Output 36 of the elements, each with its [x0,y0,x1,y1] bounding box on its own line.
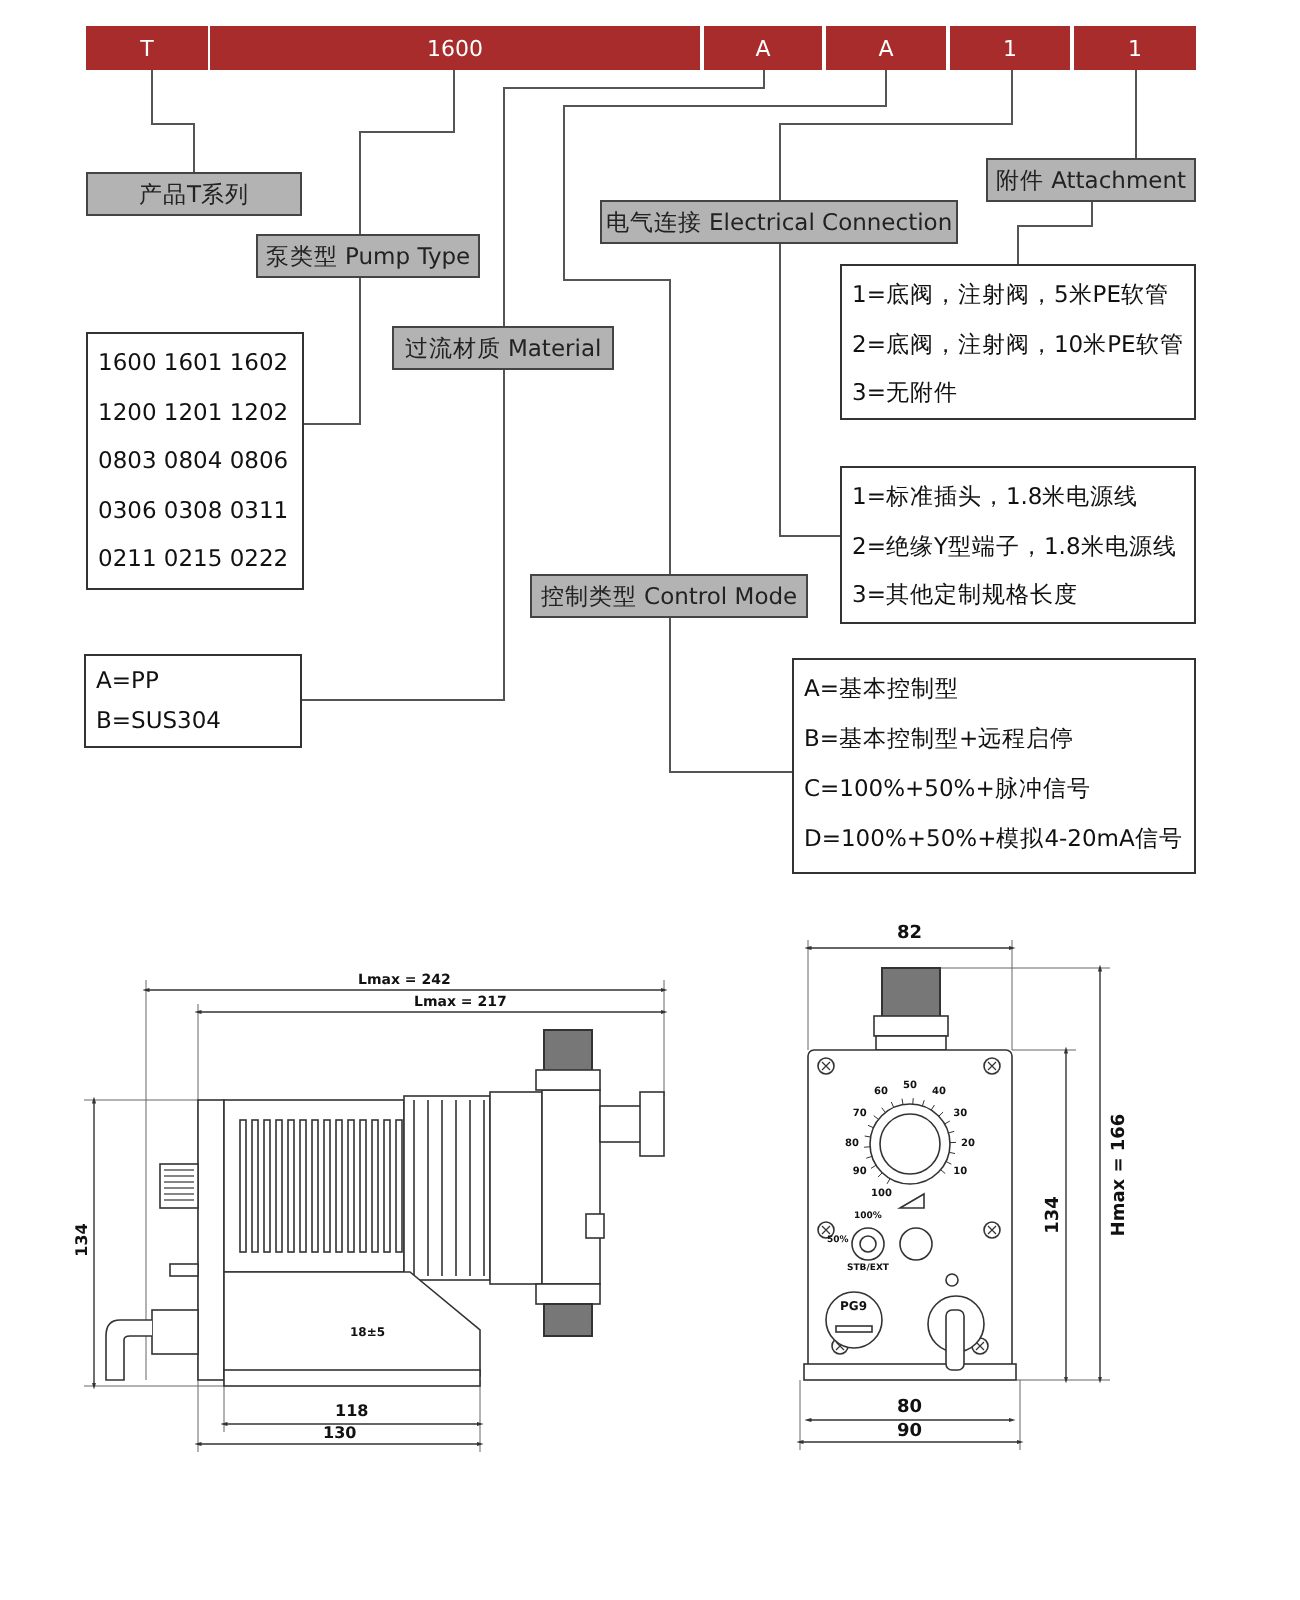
connector-line [779,69,1013,201]
connector-line [303,277,361,425]
connector-line [503,69,765,327]
options-box: 1=标准插头，1.8米电源线 2=绝缘Y型端子，1.8米电源线 3=其他定制规格长度 [840,466,1196,624]
dimension-label: 134 [73,1223,90,1257]
options-box: A=PP B=SUS304 [84,654,302,748]
options-box: A=基本控制型 B=基本控制型+远程启停 C=100%+50%+脉冲信号 D=100%+50%+模拟4-20mA信号 [792,658,1196,874]
dimension-label: 80 [897,1399,923,1417]
options-box: 1=底阀，注射阀，5米PE软管 2=底阀，注射阀，10米PE软管 3=无附件 [840,264,1196,420]
category-label: 过流材质 Material [392,326,614,370]
connector-line [779,243,841,537]
dimension-label: 130 [323,1426,357,1442]
dimension-label: 118 [335,1404,369,1420]
category-label: 泵类型 Pump Type [256,234,480,278]
connector-line [301,369,505,701]
category-label: 产品T系列 [86,172,302,216]
code-segment: T [86,26,208,70]
code-segment: A [704,26,822,70]
dimension-label: 82 [897,925,923,943]
options-box: 1600 1601 1602 1200 1201 1202 0803 0804 0806 0306 0308 0311 0211 0215 0222 [86,332,304,590]
connector-line [359,69,455,235]
category-label: 电气连接 Electrical Connection [600,200,958,244]
code-segment: A [826,26,946,70]
category-label: 控制类型 Control Mode [530,574,808,618]
category-label: 附件 Attachment [986,158,1196,202]
connector-line [1135,69,1137,159]
code-segment: 1 [950,26,1070,70]
dimension-label: Hmax = 166 [1111,1112,1130,1236]
dimension-label: 134 [1044,1195,1063,1233]
connector-line [669,617,793,773]
code-segment: 1600 [210,26,700,70]
dimension-label: 90 [897,1423,923,1441]
connector-line [563,69,887,575]
connector-line [151,69,195,173]
code-segment: 1 [1074,26,1196,70]
connector-line [1017,201,1093,265]
